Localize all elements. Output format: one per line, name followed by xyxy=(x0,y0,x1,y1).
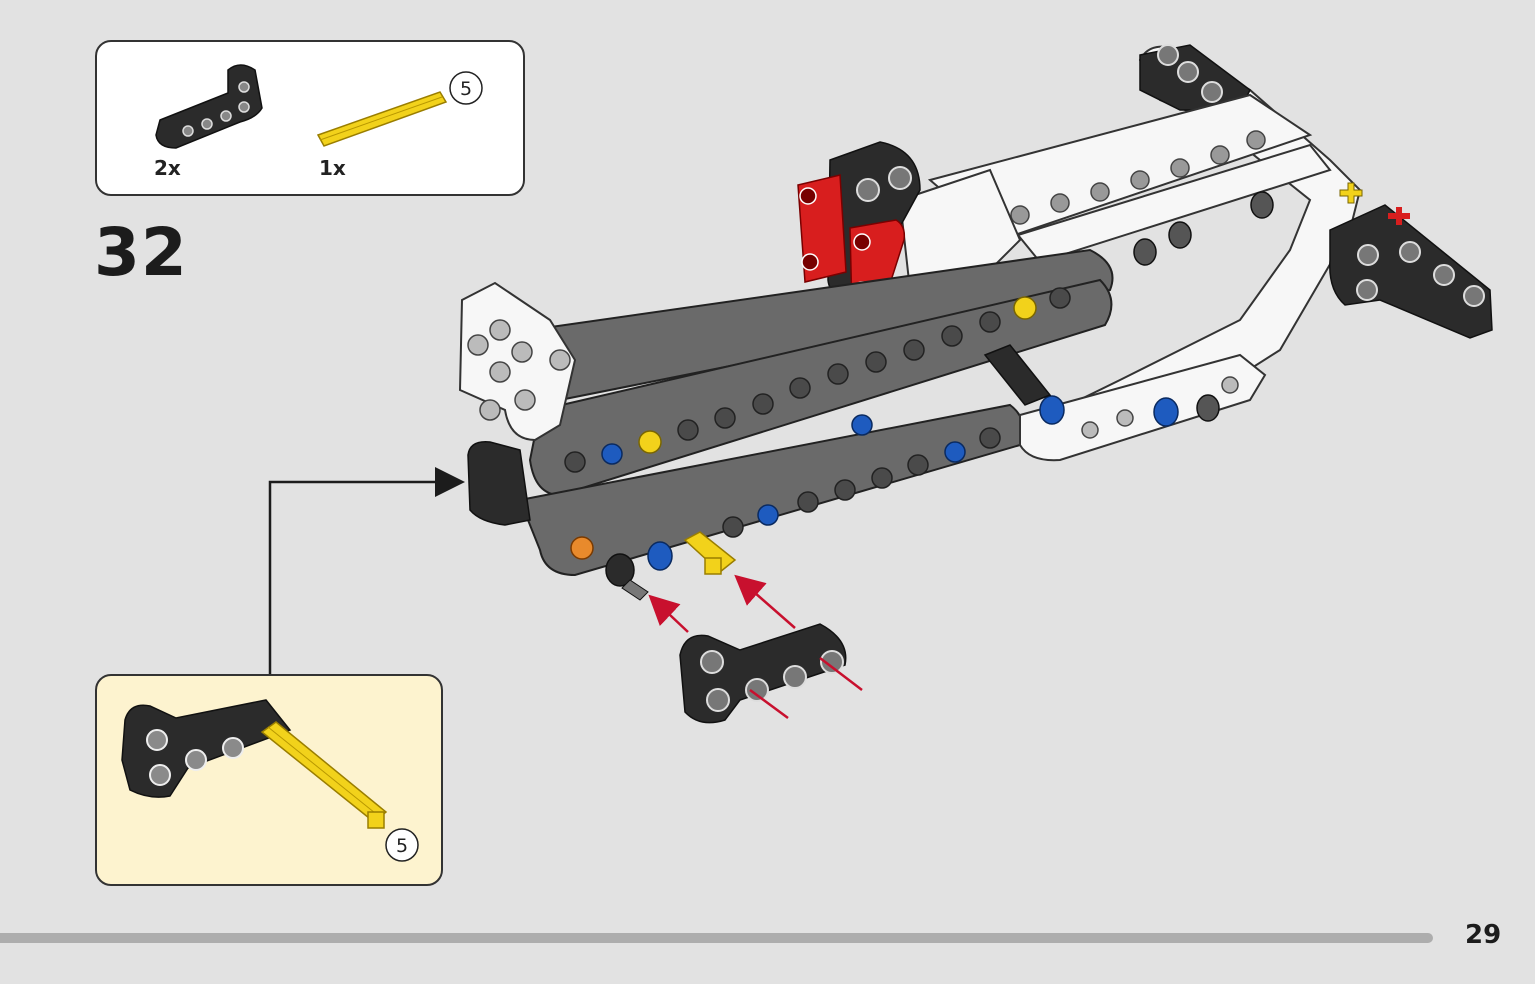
axle-length-badge: 5 xyxy=(449,71,483,105)
insert-arrow-pin xyxy=(648,594,689,633)
insert-guide-line-1 xyxy=(749,688,789,720)
part-quantity-liftarm: 2x xyxy=(154,156,181,180)
subassembly-pointer-arrow xyxy=(268,467,465,674)
subassembly-axle-length-badge: 5 xyxy=(385,828,419,862)
subassembly-liftarm-with-axle xyxy=(121,699,388,829)
svg-text:5: 5 xyxy=(396,835,408,857)
step-number: 32 xyxy=(94,214,188,291)
page-progress-bar xyxy=(0,933,1433,943)
parts-axle-icon xyxy=(316,91,448,147)
parts-liftarm-icon xyxy=(155,64,263,149)
insert-guide-line-2 xyxy=(819,657,863,691)
part-quantity-axle: 1x xyxy=(319,156,346,180)
incoming-bent-liftarm xyxy=(679,623,847,724)
svg-text:5: 5 xyxy=(460,78,472,100)
insert-arrow-axle xyxy=(734,574,796,629)
model-chassis xyxy=(458,44,1493,601)
page-number: 29 xyxy=(1465,920,1502,950)
